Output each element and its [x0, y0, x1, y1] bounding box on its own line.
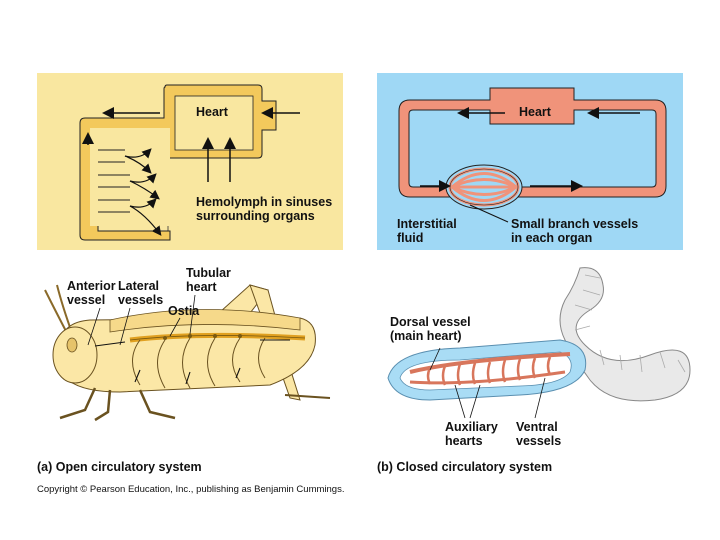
- anterior-vessel-label-line1: Anterior: [67, 279, 116, 293]
- hemolymph-label-line2: surrounding organs: [196, 209, 315, 223]
- closed-system-caption: (b) Closed circulatory system: [377, 460, 553, 474]
- small-branch-label-line1: Small branch vessels: [511, 217, 639, 231]
- interstitial-label-line1: Interstitial: [397, 217, 457, 231]
- copyright-notice: Copyright © Pearson Education, Inc., pub…: [37, 484, 345, 495]
- dorsal-vessel: [409, 352, 571, 374]
- ventral-vessels-label-line1: Ventral: [516, 420, 558, 434]
- tubular-heart-label-line1: Tubular: [186, 266, 231, 280]
- ventral-vessels-label-line2: vessels: [516, 434, 562, 448]
- hemolymph-label-line1: Hemolymph in sinuses: [196, 195, 333, 209]
- ventral-vessel: [409, 370, 566, 385]
- tubular-heart-label-line2: heart: [186, 280, 217, 294]
- small-branch-label-line2: in each organ: [511, 231, 593, 245]
- open-system-caption: (a) Open circulatory system: [37, 460, 202, 474]
- lateral-vessels-label-line1: Lateral: [118, 279, 159, 293]
- anterior-vessel-label-line2: vessel: [67, 293, 106, 307]
- auxiliary-hearts-label-line2: hearts: [445, 434, 483, 448]
- closed-heart-label: Heart: [519, 105, 551, 119]
- open-heart-label: Heart: [196, 105, 228, 119]
- dorsal-vessel-label-line1: Dorsal vessel: [390, 315, 471, 329]
- interstitial-label-line2: fluid: [397, 231, 424, 245]
- auxiliary-hearts-label-line1: Auxiliary: [445, 420, 498, 434]
- worm-body: [559, 267, 691, 402]
- lateral-vessels-label-line2: vessels: [118, 293, 164, 307]
- ostia-label: Ostia: [168, 304, 200, 318]
- dorsal-vessel-label-line2: (main heart): [390, 329, 462, 343]
